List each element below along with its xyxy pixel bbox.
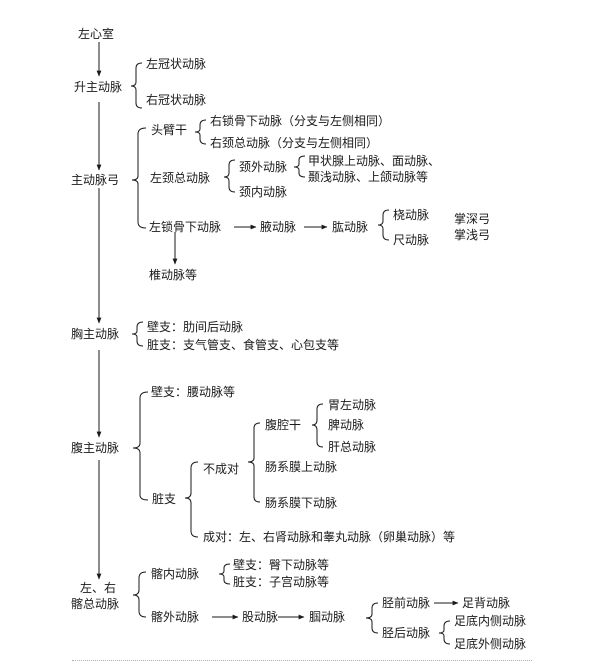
node-dorsalis-pedis: 足背动脉 (462, 596, 511, 610)
node-posterior-tibial: 胫后动脉 (382, 626, 431, 640)
brace-posterior-tibial (438, 620, 451, 645)
brace-external-carotid (293, 155, 306, 178)
node-right-coronary: 右冠状动脉 (146, 93, 207, 107)
node-superficial-palmar-arch: 掌浅弓 (454, 228, 491, 242)
node-left-coronary: 左冠状动脉 (146, 57, 207, 71)
node-internal-iliac-parietal: 壁支：臀下动脉等 (233, 558, 330, 572)
node-superior-mesenteric: 肠系膜上动脉 (265, 460, 338, 474)
node-abdominal-parietal: 壁支：腰动脉等 (151, 385, 236, 399)
node-right-subclavian: 右锁骨下动脉（分支与左侧相同） (210, 114, 391, 128)
node-external-iliac: 髂外动脉 (151, 610, 200, 624)
node-femoral: 股动脉 (242, 610, 279, 624)
node-ext-carotid-branches-1: 甲状腺上动脉、面动脉、 (308, 154, 441, 168)
node-anterior-tibial: 胫前动脉 (382, 596, 431, 610)
node-lateral-plantar: 足底外侧动脉 (454, 637, 527, 651)
node-ulnar: 尺动脉 (393, 233, 430, 247)
brace-left-carotid (223, 159, 236, 193)
node-thoracic-aorta: 胸主动脉 (71, 327, 120, 341)
node-axillary: 腋动脉 (260, 220, 297, 234)
node-medial-plantar: 足底内侧动脉 (454, 614, 527, 628)
node-common-hepatic: 肝总动脉 (328, 440, 377, 454)
brace-celiac (311, 403, 324, 448)
node-unpaired: 不成对 (203, 462, 240, 476)
node-common-iliac-line2: 髂总动脉 (71, 597, 120, 611)
brace-popliteal (365, 602, 379, 634)
node-left-common-carotid: 左颈总动脉 (150, 171, 211, 185)
node-inferior-mesenteric: 肠系膜下动脉 (265, 496, 338, 510)
brace-internal-iliac (218, 563, 231, 585)
node-abdominal-visceral: 脏支 (152, 492, 177, 506)
brace-brachiocephalic (194, 119, 207, 145)
node-internal-iliac-visceral: 脏支：子宫动脉等 (233, 575, 330, 589)
bottom-dotted-divider (72, 660, 532, 661)
node-common-iliac-line1: 左、右 (80, 581, 117, 595)
node-left-ventricle: 左心室 (78, 27, 115, 41)
node-external-carotid: 颈外动脉 (239, 160, 288, 174)
node-vertebral: 椎动脉等 (149, 268, 198, 282)
node-internal-carotid: 颈内动脉 (239, 185, 288, 199)
node-internal-iliac: 髂内动脉 (151, 567, 200, 581)
node-brachial: 肱动脉 (332, 220, 369, 234)
node-thoracic-parietal: 壁支：肋间后动脉 (147, 320, 244, 334)
node-thoracic-visceral: 脏支：支气管支、食管支、心包支等 (147, 338, 340, 352)
brace-ascending (130, 62, 143, 109)
node-left-subclavian: 左锁骨下动脉 (149, 220, 222, 234)
brace-common-iliac (132, 571, 147, 618)
node-abdominal-aorta: 腹主动脉 (71, 441, 120, 455)
brace-unpaired (247, 422, 261, 503)
node-paired: 成对：左、右肾动脉和睾丸动脉（卵巢动脉）等 (203, 530, 456, 544)
node-left-gastric: 胃左动脉 (328, 398, 377, 412)
brace-thoracic (131, 321, 144, 347)
brace-visceral (184, 461, 199, 538)
node-right-common-carotid: 右颈总动脉（分支与左侧相同） (210, 136, 379, 150)
node-aortic-arch: 主动脉弓 (71, 173, 120, 187)
node-popliteal: 腘动脉 (309, 610, 346, 624)
node-brachiocephalic-trunk: 头臂干 (151, 123, 188, 137)
brace-radial-ulnar (377, 209, 390, 241)
node-deep-palmar-arch: 掌深弓 (454, 212, 491, 226)
node-ext-carotid-branches-2: 颞浅动脉、上颌动脉等 (308, 170, 429, 184)
node-celiac-trunk: 腹腔干 (265, 418, 302, 432)
node-splenic: 脾动脉 (328, 418, 365, 432)
node-radial: 桡动脉 (393, 208, 430, 222)
node-ascending-aorta: 升主动脉 (74, 80, 123, 94)
brace-abdominal (132, 391, 149, 501)
brace-arch (131, 127, 147, 229)
